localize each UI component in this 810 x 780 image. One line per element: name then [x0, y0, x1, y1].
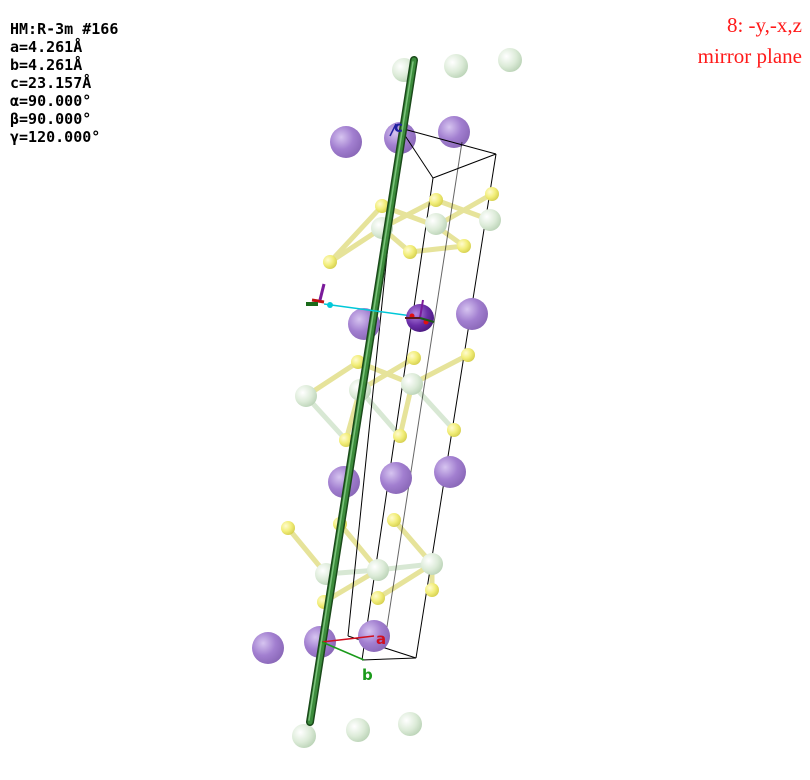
- atom-yellow[interactable]: [375, 199, 389, 213]
- origin-axis-purple: [318, 283, 326, 301]
- atom-yellow[interactable]: [425, 583, 439, 597]
- atom-yellow[interactable]: [447, 423, 461, 437]
- axis-c-line: [389, 123, 397, 137]
- atom-purple[interactable]: [456, 298, 488, 330]
- atom-yellow[interactable]: [281, 521, 295, 535]
- cell-axes: a b c: [321, 118, 403, 684]
- atom-white[interactable]: [292, 724, 316, 748]
- origin-axis-red: [311, 298, 325, 304]
- atom-yellow[interactable]: [461, 348, 475, 362]
- atom-yellow[interactable]: [457, 239, 471, 253]
- axis-b-label: b: [362, 666, 373, 684]
- space-group-label: HM:R-3m #166: [10, 20, 119, 38]
- cell-a-label: a=4.261Å: [10, 38, 83, 56]
- atom-white[interactable]: [295, 385, 317, 407]
- selected-atom-marker: [306, 283, 435, 332]
- atom-yellow[interactable]: [429, 193, 443, 207]
- local-axis-c: [419, 299, 424, 319]
- atom-white[interactable]: [346, 718, 370, 742]
- atom-purple[interactable]: [438, 116, 470, 148]
- bonds-layer: [285, 191, 495, 605]
- atom-yellow[interactable]: [393, 429, 407, 443]
- cell-gamma-label: γ=120.000°: [10, 128, 101, 146]
- atom-yellow[interactable]: [485, 187, 499, 201]
- atom-purple[interactable]: [330, 126, 362, 158]
- atom-purple[interactable]: [252, 632, 284, 664]
- atoms-back-layer: [330, 48, 522, 158]
- atom-white[interactable]: [425, 213, 447, 235]
- atom-purple[interactable]: [434, 456, 466, 488]
- cell-c-label: c=23.157Å: [10, 74, 92, 92]
- atom-white[interactable]: [401, 373, 423, 395]
- cell-b-label: b=4.261Å: [10, 56, 83, 74]
- atom-white[interactable]: [367, 559, 389, 581]
- symmetry-operation-label: 8: -y,-x,z mirror plane: [698, 10, 802, 72]
- local-axis-b: [419, 317, 435, 323]
- axis-a-line: [321, 635, 375, 643]
- bond: [327, 203, 385, 265]
- atom-white[interactable]: [444, 54, 468, 78]
- atom-yellow[interactable]: [351, 355, 365, 369]
- atom-white[interactable]: [479, 209, 501, 231]
- atom-yellow[interactable]: [403, 245, 417, 259]
- cell-beta-label: β=90.000°: [10, 110, 92, 128]
- symmetry-operation-text: 8: -y,-x,z: [726, 13, 802, 37]
- atom-yellow[interactable]: [339, 433, 353, 447]
- mirror-plane-rod: [306, 56, 418, 726]
- atoms-middle-layer: [252, 187, 501, 748]
- cyan-pointer-line: [323, 303, 413, 317]
- cell-alpha-label: α=90.000°: [10, 92, 92, 110]
- axis-b-line: [321, 641, 365, 661]
- bond: [407, 243, 467, 255]
- atom-yellow[interactable]: [407, 351, 421, 365]
- atom-white[interactable]: [498, 48, 522, 72]
- atom-white[interactable]: [398, 712, 422, 736]
- atom-yellow[interactable]: [371, 591, 385, 605]
- atom-yellow[interactable]: [387, 513, 401, 527]
- axis-c-label: c: [394, 118, 403, 136]
- atom-white[interactable]: [421, 553, 443, 575]
- origin-dot: [327, 302, 333, 308]
- atom-yellow[interactable]: [323, 255, 337, 269]
- axis-a-label: a: [376, 630, 386, 648]
- atom-purple[interactable]: [380, 462, 412, 494]
- symmetry-element-text: mirror plane: [697, 44, 802, 68]
